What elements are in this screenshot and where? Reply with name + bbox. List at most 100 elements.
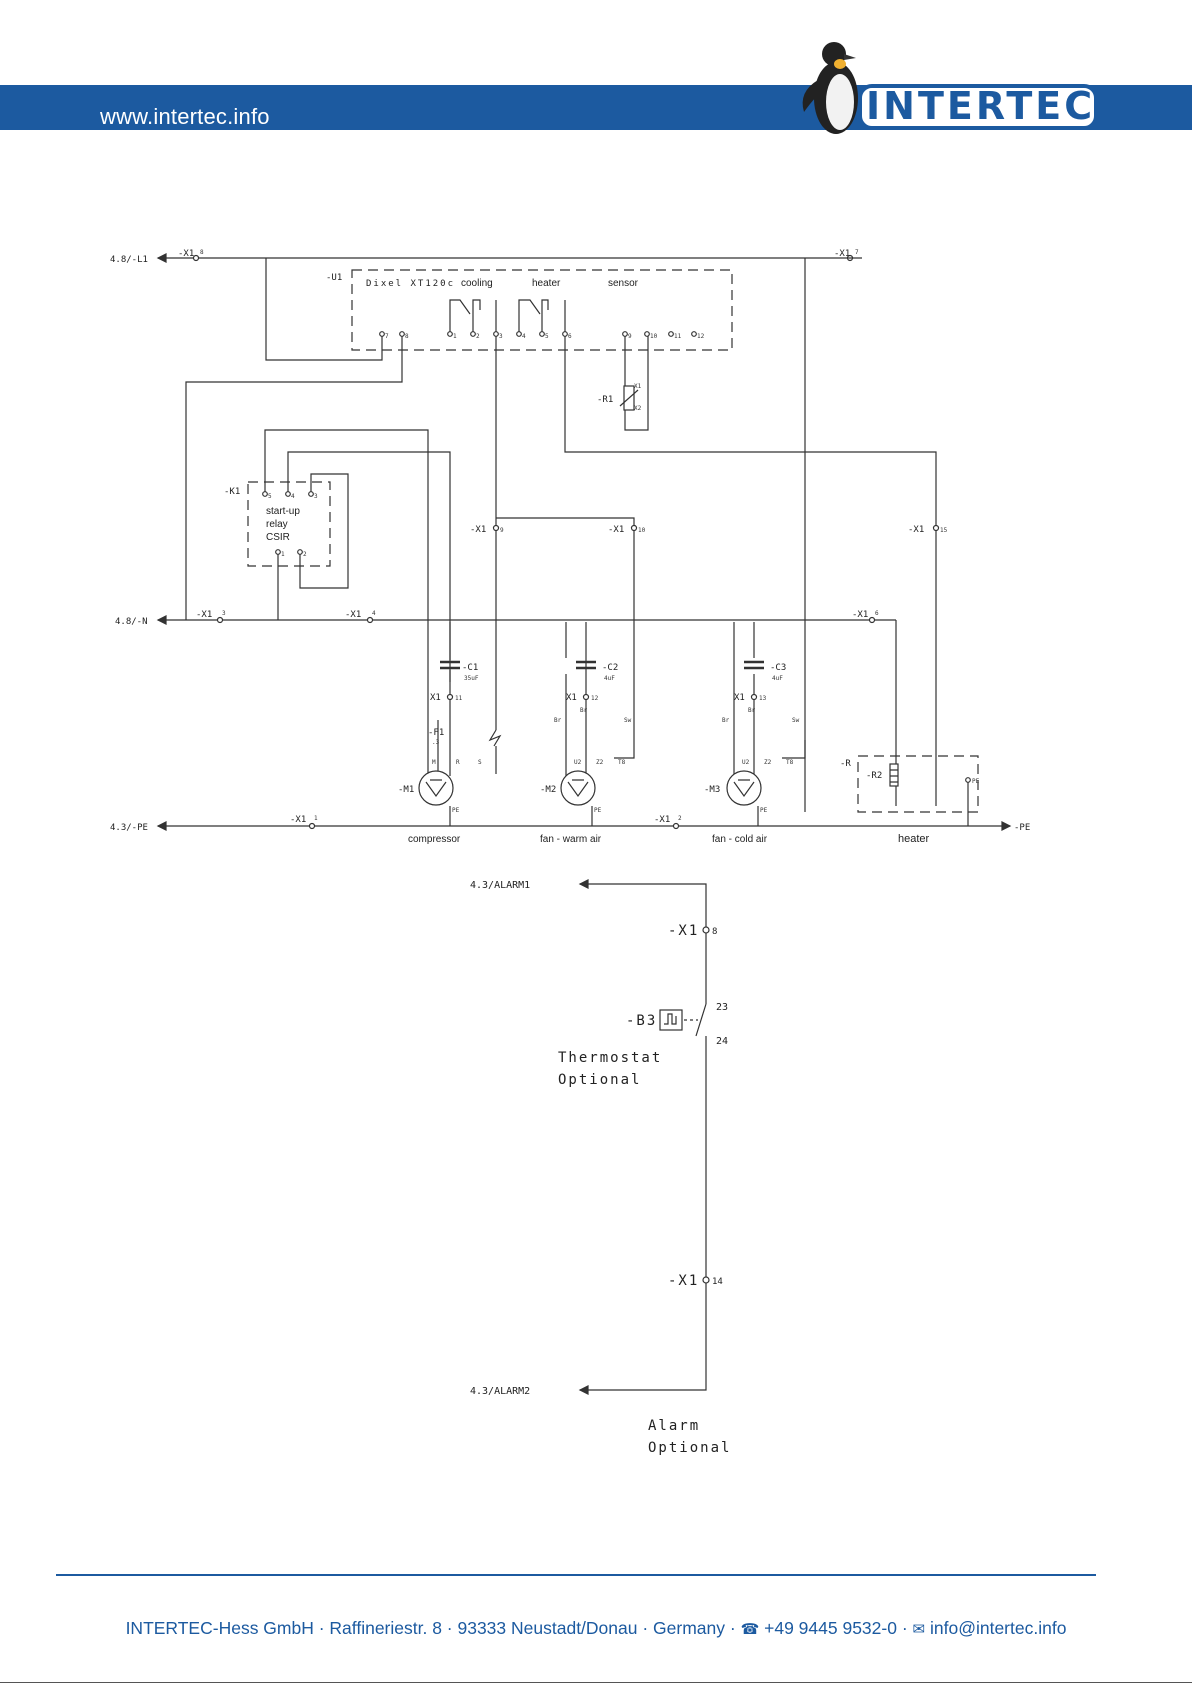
terminal-label: -X1 <box>908 525 924 535</box>
controller-cooling-label: cooling <box>461 278 493 289</box>
thermostat-icon <box>659 1009 683 1031</box>
motor-m3-icon <box>726 770 762 806</box>
pin-label: 11 <box>674 333 682 340</box>
terminal-number: 10 <box>638 527 646 534</box>
controller-ref: -U1 <box>326 273 342 283</box>
sensor-pin-label: X1 <box>634 383 642 390</box>
terminal-label: X1 <box>734 693 745 703</box>
relay-label-1: start-up <box>266 506 300 517</box>
relay-ref: -K1 <box>224 487 240 497</box>
pin-label: 10 <box>650 333 658 340</box>
terminal-number: 4 <box>372 610 376 617</box>
wire-label: Sw <box>792 717 800 724</box>
wire-label: Br <box>722 717 730 724</box>
logo-frame <box>858 84 1098 130</box>
motor-ref: -M3 <box>704 785 720 795</box>
terminal-number: 2 <box>678 815 682 822</box>
controller-name: Dixel XT120c <box>366 279 455 289</box>
wire-label: M <box>432 759 436 766</box>
pin-label: 1 <box>453 333 457 340</box>
relay-pin: 2 <box>303 551 307 558</box>
pin-label: 7 <box>385 333 389 340</box>
controller-sensor-label: sensor <box>608 278 639 289</box>
thermostat-pin: 24 <box>716 1036 728 1047</box>
heater-box <box>857 755 979 813</box>
fuse-f1-ref: -F1 <box>428 728 444 738</box>
footer-divider <box>56 1574 1096 1576</box>
alarm1-arrow-icon <box>578 879 589 889</box>
heater-pe-label: PE <box>972 778 980 785</box>
terminal-label: -X1 <box>834 249 850 259</box>
footer-email[interactable]: info@intertec.info <box>929 1618 1067 1638</box>
terminal-label: X1 <box>430 693 441 703</box>
thermostat-optional-label: Optional <box>558 1072 641 1088</box>
motor-m1-icon <box>418 770 454 806</box>
wire-label: Br <box>748 707 756 714</box>
terminal-number: 6 <box>875 610 879 617</box>
motor-m2-icon <box>560 770 596 806</box>
terminal-number: 15 <box>940 527 948 534</box>
terminal-number: 12 <box>591 695 599 702</box>
wire-label: Br <box>580 707 588 714</box>
wire-label: R <box>456 759 460 766</box>
page-bottom-rule <box>0 1682 1192 1683</box>
alarm-optional-label: Optional <box>648 1440 731 1456</box>
capacitor-ref: -C3 <box>770 663 786 673</box>
pin-label: 12 <box>697 333 705 340</box>
footer-phone[interactable]: +49 9445 9532-0 · <box>764 1618 908 1638</box>
terminal-number: 14 <box>712 1277 723 1287</box>
startup-relay-box <box>247 481 331 567</box>
heater-caption: heater <box>898 833 930 845</box>
wire-label: Sw <box>624 717 632 724</box>
thermostat-ref: -B3 <box>626 1013 657 1029</box>
phone-icon: ☎ <box>740 1621 760 1638</box>
alarm1-ref: 4.3/ALARM1 <box>470 880 530 891</box>
wire-label: Z2 <box>764 759 772 766</box>
thermostat-label: Thermostat <box>558 1050 662 1066</box>
motor-ref: -M1 <box>398 785 414 795</box>
pe-right-arrow-icon <box>1001 821 1012 831</box>
thermostat-pin: 23 <box>716 1002 728 1013</box>
terminal-label: -X1 <box>345 610 361 620</box>
terminal-label: -X1 <box>178 249 194 259</box>
wire-label: Br <box>554 717 562 724</box>
n-ref: 4.8/-N <box>115 617 148 627</box>
terminal-label: -X1 <box>196 610 212 620</box>
terminal-number: 3 <box>222 610 226 617</box>
wire-label: U2 <box>742 759 750 766</box>
terminal-number: 11 <box>455 695 463 702</box>
terminal-label: -X1 <box>608 525 624 535</box>
mail-icon: ✉ <box>912 1621 926 1638</box>
l1-arrow-icon <box>156 253 167 263</box>
terminal-label: -X1 <box>668 1273 699 1289</box>
alarm2-ref: 4.3/ALARM2 <box>470 1386 530 1397</box>
terminal-number: 8 <box>200 249 204 256</box>
relay-pin: 1 <box>281 551 285 558</box>
relay-label-3: CSIR <box>266 532 290 543</box>
fuse-f1-sub: .3 <box>432 739 440 746</box>
capacitor-value: 35uF <box>464 675 479 682</box>
capacitor-ref: -C1 <box>462 663 478 673</box>
footer: INTERTEC-Hess GmbH · Raffineriestr. 8 · … <box>56 1618 1136 1639</box>
penguin-logo-icon <box>802 42 858 134</box>
terminal-number: 7 <box>855 249 859 256</box>
wire-label: PE <box>452 807 460 814</box>
terminal-label: X1 <box>566 693 577 703</box>
terminal-number: 1 <box>314 815 318 822</box>
sensor-r1-ref: -R1 <box>597 395 613 405</box>
website-link[interactable]: www.intertec.info <box>100 104 270 129</box>
controller-pins <box>379 331 697 337</box>
wire-label: S <box>478 759 482 766</box>
pin-label: 5 <box>545 333 549 340</box>
relay-pin: 4 <box>291 493 295 500</box>
controller-u1-box <box>351 269 733 351</box>
pe-right-ref: -PE <box>1014 823 1030 833</box>
relay-label-2: relay <box>266 519 288 530</box>
pe-left-ref: 4.3/-PE <box>110 823 148 833</box>
terminal-number: 9 <box>500 527 504 534</box>
wire-label: Z2 <box>596 759 604 766</box>
terminal-label: -X1 <box>470 525 486 535</box>
relay-pin: 5 <box>268 493 272 500</box>
pe-left-arrow-icon <box>156 821 167 831</box>
pin-label: 9 <box>628 333 632 340</box>
